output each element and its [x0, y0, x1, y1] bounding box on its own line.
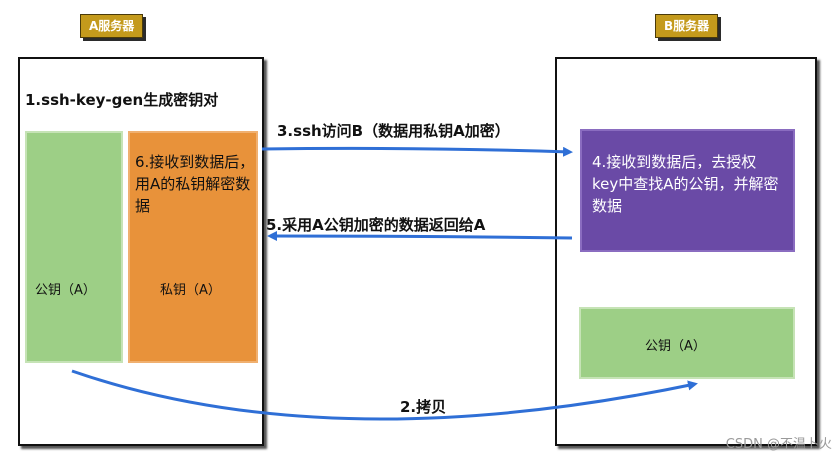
- step5-label: 5.采用A公钥加密的数据返回给A: [266, 216, 486, 234]
- step3-arrow: [261, 146, 573, 157]
- step5-arrow: [267, 231, 573, 242]
- server-b-public-key-block: 公钥（A）: [579, 307, 795, 379]
- server-a-title: 1.ssh-key-gen生成密钥对: [25, 91, 219, 109]
- step6-text: 6.接收到数据后，用A的私钥解密数据: [135, 153, 255, 215]
- server-a-public-key-label: 公钥（A）: [35, 283, 96, 298]
- server-b-step4-block: 4.接收到数据后，去授权key中查找A的公钥，并解密数据: [580, 129, 795, 252]
- server-a-box: 1.ssh-key-gen生成密钥对 公钥（A） 6.接收到数据后，用A的私钥解…: [18, 57, 264, 446]
- step2-label: 2.拷贝: [400, 398, 447, 416]
- server-a-private-key-label: 私钥（A）: [160, 283, 221, 298]
- step4-text: 4.接收到数据后，去授权key中查找A的公钥，并解密数据: [592, 153, 779, 215]
- server-b-tag: B服务器: [655, 14, 719, 38]
- step2-arrow: [71, 369, 698, 421]
- server-b-box: 4.接收到数据后，去授权key中查找A的公钥，并解密数据 公钥（A）: [555, 57, 817, 446]
- server-b-public-key-label: 公钥（A）: [645, 339, 706, 354]
- server-a-private-key-block: 6.接收到数据后，用A的私钥解密数据 私钥（A）: [128, 131, 258, 363]
- step3-label: 3.ssh访问B（数据用私钥A加密）: [277, 122, 510, 140]
- server-a-public-key-block: 公钥（A）: [25, 131, 123, 363]
- watermark: CSDN @不温卜火: [725, 437, 832, 452]
- server-a-tag: A服务器: [80, 14, 144, 38]
